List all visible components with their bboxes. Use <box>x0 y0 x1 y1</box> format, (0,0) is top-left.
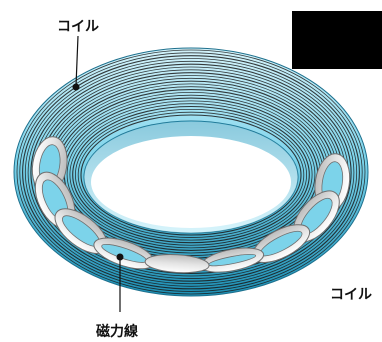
coil-ring <box>144 253 210 274</box>
field-line <box>19 52 363 292</box>
field-line <box>30 63 352 282</box>
leader-dot-coil <box>72 83 80 91</box>
coil <box>144 253 210 274</box>
field-line <box>80 114 302 236</box>
redaction-box <box>292 11 382 69</box>
field-line <box>75 108 307 241</box>
field-line <box>77 111 305 238</box>
leader-dot-field <box>116 253 124 261</box>
torus-hole <box>91 136 291 228</box>
leader-line-coil <box>75 35 79 87</box>
field-line <box>22 55 360 290</box>
field-line <box>24 58 358 287</box>
field-lines-label: 磁力線 <box>96 323 138 340</box>
field-line <box>66 100 316 249</box>
coil-label-top: コイル <box>57 19 99 35</box>
front-coils <box>31 136 351 274</box>
field-line <box>72 105 310 244</box>
field-line <box>69 103 313 246</box>
coil-label-right: コイル <box>330 287 372 303</box>
field-line <box>27 60 355 285</box>
field-line <box>16 49 366 295</box>
